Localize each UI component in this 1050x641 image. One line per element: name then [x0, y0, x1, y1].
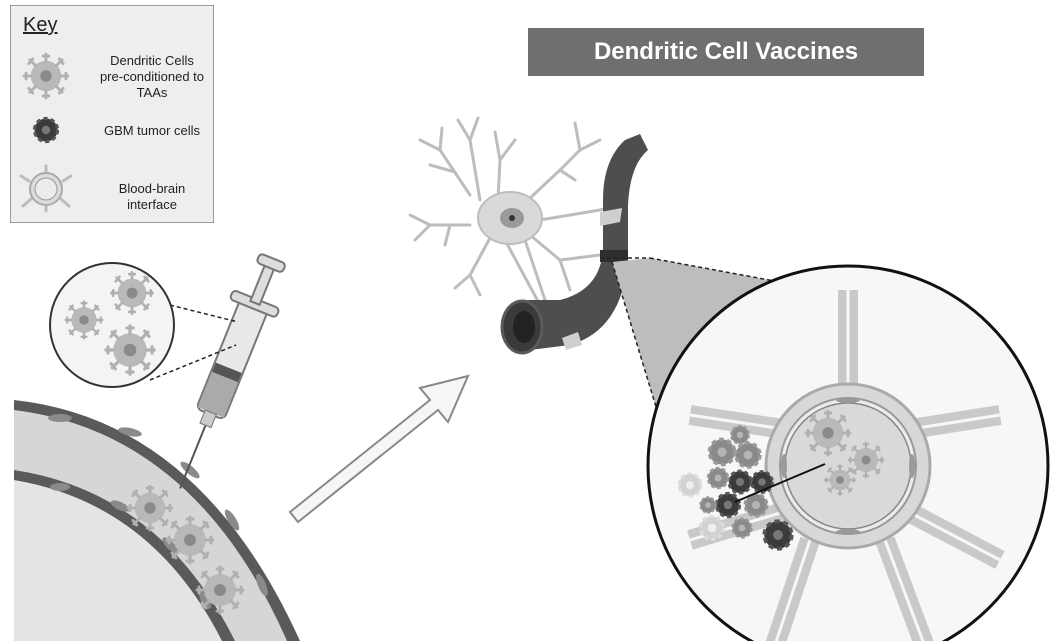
blood-brain-interface-icon	[19, 164, 73, 213]
key-label-dendritic-cells: Dendritic Cells pre-conditioned to TAAs	[99, 53, 205, 100]
page-title: Dendritic Cell Vaccines	[528, 28, 924, 76]
key-label-blood-brain-interface: Blood-brain interface	[118, 181, 186, 212]
dendritic-cell-icon	[22, 52, 70, 100]
arrow-icon	[288, 374, 470, 524]
key-icons	[19, 52, 73, 213]
tumor-cell-icon	[32, 116, 60, 144]
brain-blood-vessel	[500, 134, 648, 355]
neuron-icon	[408, 116, 617, 332]
key-label-gbm-tumor-cells: GBM tumor cells	[103, 123, 201, 138]
dendritic-cell-zoom-circle	[49, 262, 239, 388]
key-title: Key	[23, 14, 58, 36]
syringe-icon	[179, 253, 286, 489]
key-legend: Key Dendritic Cells pre-conditioned to T…	[10, 5, 214, 223]
blood-brain-interface-detail	[646, 264, 1050, 641]
